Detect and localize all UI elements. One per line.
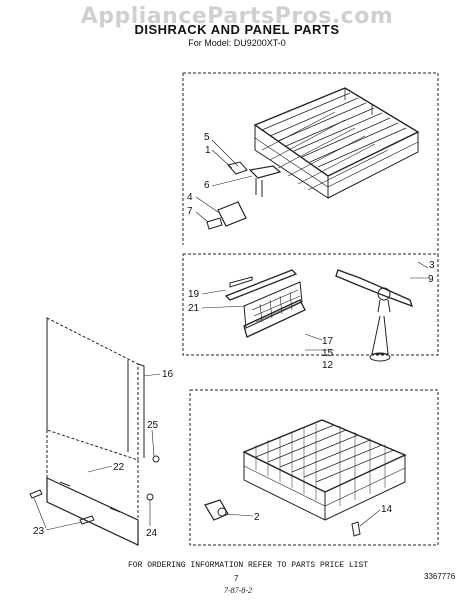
lower-rack-box: [189, 389, 439, 546]
upper-rack: [253, 87, 420, 199]
document-code: 3367776: [424, 572, 456, 581]
callout-22: 22: [113, 462, 125, 473]
lower-rack: [242, 419, 407, 521]
rack-adjuster-parts: [206, 161, 282, 230]
callout-23: 23: [33, 526, 45, 537]
callout-3: 3: [429, 260, 435, 271]
callout-19: 19: [188, 289, 200, 300]
ordering-note: FOR ORDERING INFORMATION REFER TO PARTS …: [128, 561, 369, 570]
callout-2: 2: [254, 512, 260, 523]
revision-date: 7-87-8-2: [224, 586, 252, 595]
callout-25: 25: [147, 420, 159, 431]
callout-numbers: 5 1 6 4 7 3 9 19 21 17 15 12 16 22 25 23…: [33, 132, 435, 539]
door-trim-strip: [46, 430, 139, 546]
diagram-title: DISHRACK AND PANEL PARTS: [134, 22, 340, 37]
spray-arm-assembly: [335, 269, 414, 362]
callout-15: 15: [322, 348, 334, 359]
callout-14: 14: [381, 504, 393, 515]
model-subtitle: For Model: DU9200XT-0: [188, 38, 286, 48]
callout-5: 5: [204, 132, 210, 143]
callout-21: 21: [188, 303, 200, 314]
filter-panel-parts: [224, 269, 306, 338]
page-number: 7: [234, 574, 239, 583]
callout-6: 6: [204, 180, 210, 191]
door-panel: [46, 317, 145, 461]
rack-roller-parts: [204, 499, 361, 537]
callout-12: 12: [322, 360, 334, 371]
callout-9: 9: [428, 274, 434, 285]
leader-lines: [33, 139, 429, 531]
watermark: AppliancePartsPros.com: [80, 4, 394, 29]
panel-box: [182, 253, 439, 356]
upper-rack-box: [182, 72, 439, 254]
callout-16: 16: [162, 369, 174, 380]
callout-4: 4: [187, 192, 193, 203]
screw-parts: [29, 455, 160, 525]
callout-1: 1: [205, 145, 211, 156]
callout-7: 7: [187, 206, 193, 217]
callout-24: 24: [146, 528, 158, 539]
callout-17: 17: [322, 336, 334, 347]
